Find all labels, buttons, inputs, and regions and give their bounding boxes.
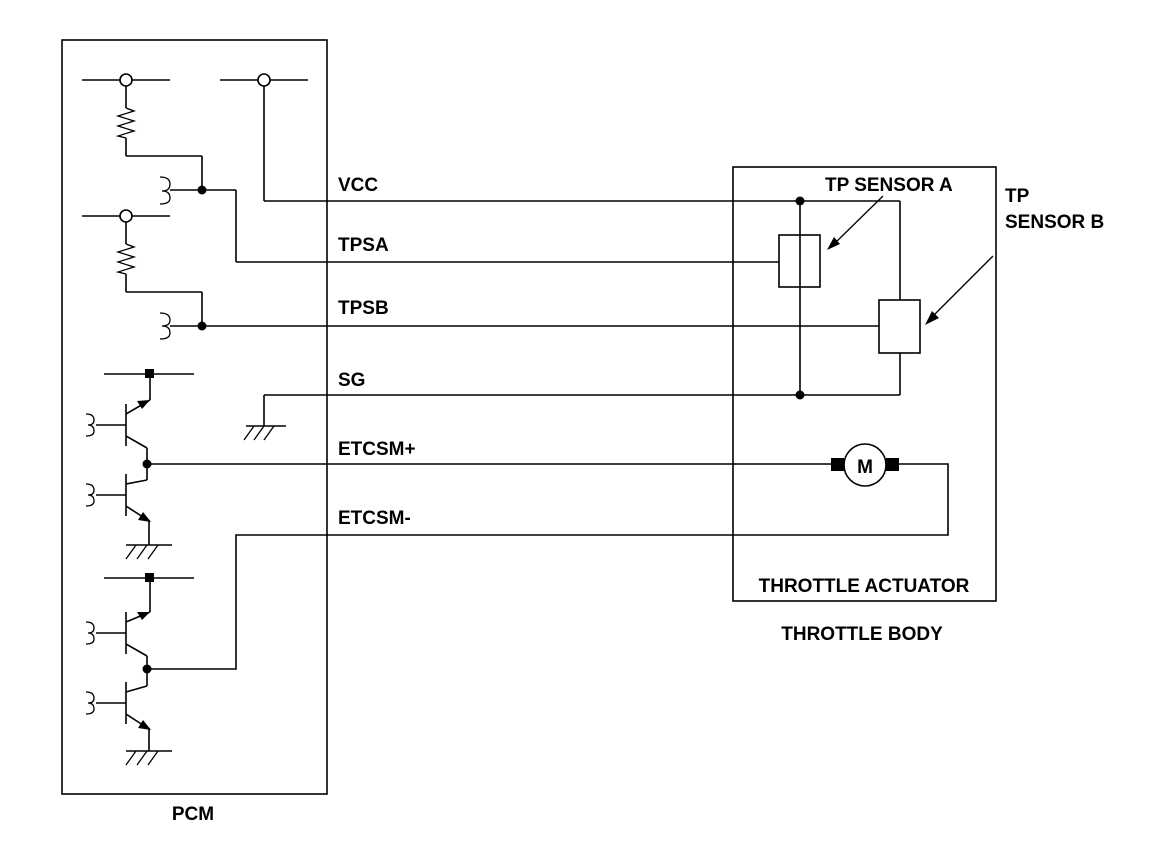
motor: M xyxy=(831,443,899,487)
tpsa-label: TPSA xyxy=(338,235,389,256)
input-symbol-b xyxy=(159,312,171,340)
pcm-box xyxy=(61,39,328,795)
etcsm-plus-label: ETCSM+ xyxy=(338,439,416,460)
sg-label: SG xyxy=(338,370,365,391)
tp-sensor-b-arrow xyxy=(925,311,939,325)
sg-ground xyxy=(243,395,286,441)
input-symbol-a xyxy=(159,176,171,205)
tp-sensor-b-label-line2: SENSOR B xyxy=(1005,212,1104,233)
junction-dot xyxy=(795,390,805,400)
etcsm-minus-wire xyxy=(147,463,949,670)
tp-sensor-a-arrow xyxy=(827,237,840,250)
tp-sensor-a-label: TP SENSOR A xyxy=(825,175,953,196)
pullup-resistor-a xyxy=(82,73,203,190)
vcc-supply xyxy=(220,73,308,201)
tp-sensor-a-element xyxy=(778,234,821,288)
tp-sensor-b-label-line1: TP xyxy=(1005,186,1030,207)
motor-driver-upper xyxy=(85,369,194,560)
tp-sensor-b-element xyxy=(878,299,921,354)
etcsm-minus-label: ETCSM- xyxy=(338,508,411,529)
vcc-label: VCC xyxy=(338,175,378,196)
tpsb-label: TPSB xyxy=(338,298,389,319)
throttle-body-label: THROTTLE BODY xyxy=(781,624,943,645)
pcm-label: PCM xyxy=(172,804,214,825)
junction-dot xyxy=(795,196,805,206)
throttle-actuator-label: THROTTLE ACTUATOR xyxy=(759,576,970,597)
pullup-resistor-b xyxy=(82,209,203,326)
motor-driver-lower xyxy=(85,573,194,766)
motor-symbol-label: M xyxy=(857,457,873,478)
throttle-actuator-box xyxy=(732,166,997,602)
